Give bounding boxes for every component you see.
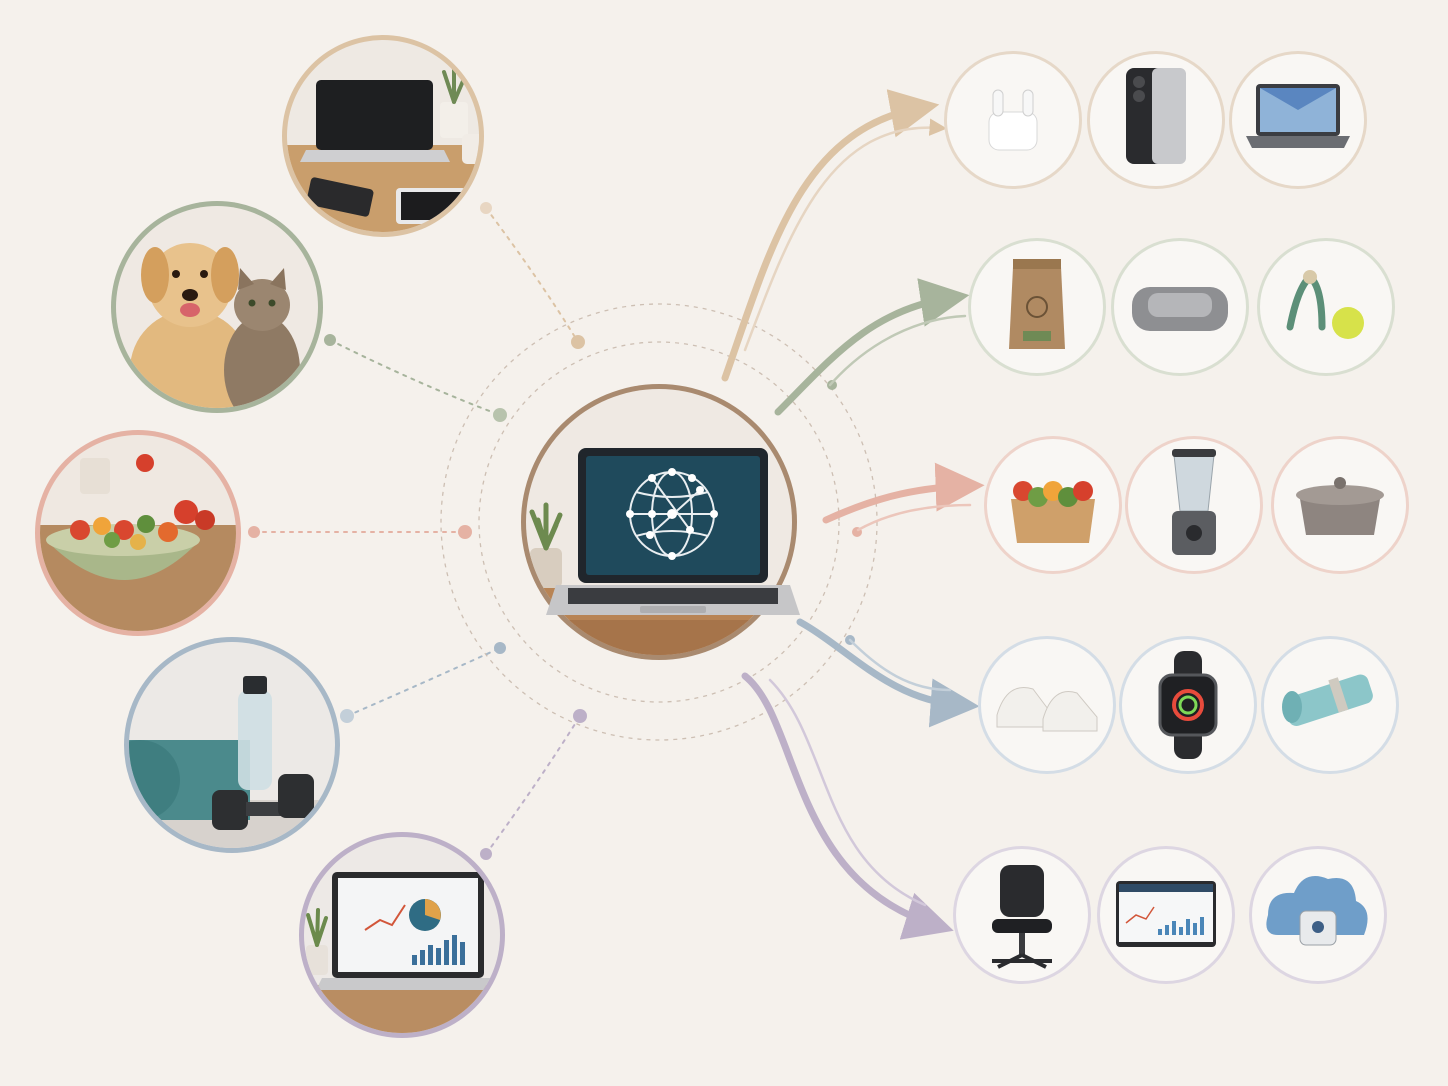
pets-arrow-thin [828, 314, 967, 387]
fitness-arrow [796, 618, 980, 728]
pet-bed-icon[interactable] [1111, 238, 1249, 376]
input-connectors [253, 207, 581, 855]
output-arrows [721, 89, 985, 940]
pet-food-bag-icon[interactable] [968, 238, 1106, 376]
interest-tech-workspace [282, 35, 484, 237]
product-row-tech [944, 51, 1367, 189]
tech-node [480, 202, 492, 214]
tech-arrow-thin [743, 118, 947, 352]
interest-fitness [124, 637, 340, 853]
smartphone-icon[interactable] [1087, 51, 1225, 189]
product-row-pets [968, 238, 1395, 376]
product-row-fitness [978, 636, 1399, 774]
kitchen-arrow [822, 462, 985, 524]
tech-hub-node [571, 335, 585, 349]
product-row-work [953, 846, 1387, 984]
network-globe-icon [626, 468, 718, 560]
kitchen-arrow-thin [856, 503, 972, 532]
pets-out-node [827, 380, 837, 390]
fitness-arrow-thin [848, 638, 952, 692]
pets-hub-node [493, 408, 507, 422]
interest-pets [111, 201, 323, 413]
office-chair-icon[interactable] [953, 846, 1091, 984]
earbuds-icon[interactable] [944, 51, 1082, 189]
work-node [480, 848, 492, 860]
dog-cat-icon [130, 243, 300, 408]
dashboard-monitor-icon[interactable] [1097, 846, 1235, 984]
smartwatch-icon[interactable] [1119, 636, 1257, 774]
grocery-box-icon[interactable] [984, 436, 1122, 574]
interest-healthy-cooking [35, 430, 241, 636]
central-laptop-network-hub [521, 384, 800, 660]
inner-orbit-ring [478, 341, 840, 703]
pets-connector [329, 339, 501, 416]
fitness-node [340, 709, 354, 723]
laptop-icon[interactable] [1229, 51, 1367, 189]
kitchen-node [248, 526, 260, 538]
tech-arrow [721, 89, 940, 382]
cloud-lock-icon[interactable] [1249, 846, 1387, 984]
work-connector [485, 715, 581, 855]
kitchen-hub-node [458, 525, 472, 539]
blender-icon[interactable] [1125, 436, 1263, 574]
fitness-connector [346, 647, 501, 717]
pets-arrow [774, 278, 970, 416]
product-row-kitchen [984, 436, 1409, 574]
interest-work-analytics [299, 832, 505, 1038]
work-arrow-thin [768, 678, 927, 907]
yoga-dumbbell-icon [129, 676, 314, 830]
rope-toy-ball-icon[interactable] [1257, 238, 1395, 376]
product-recommendations [944, 51, 1409, 984]
pets-node [324, 334, 336, 346]
sneakers-icon[interactable] [978, 636, 1116, 774]
rolled-mat-icon[interactable] [1261, 636, 1399, 774]
work-arrow [741, 672, 954, 940]
tech-connector [485, 207, 579, 343]
salad-bowl-icon [46, 454, 215, 580]
work-hub-node [573, 709, 587, 723]
analytics-laptop-icon [306, 872, 500, 990]
dutch-oven-icon[interactable] [1271, 436, 1409, 574]
laptop-desk-icon [300, 64, 479, 224]
fitness-hub-node [494, 642, 506, 654]
